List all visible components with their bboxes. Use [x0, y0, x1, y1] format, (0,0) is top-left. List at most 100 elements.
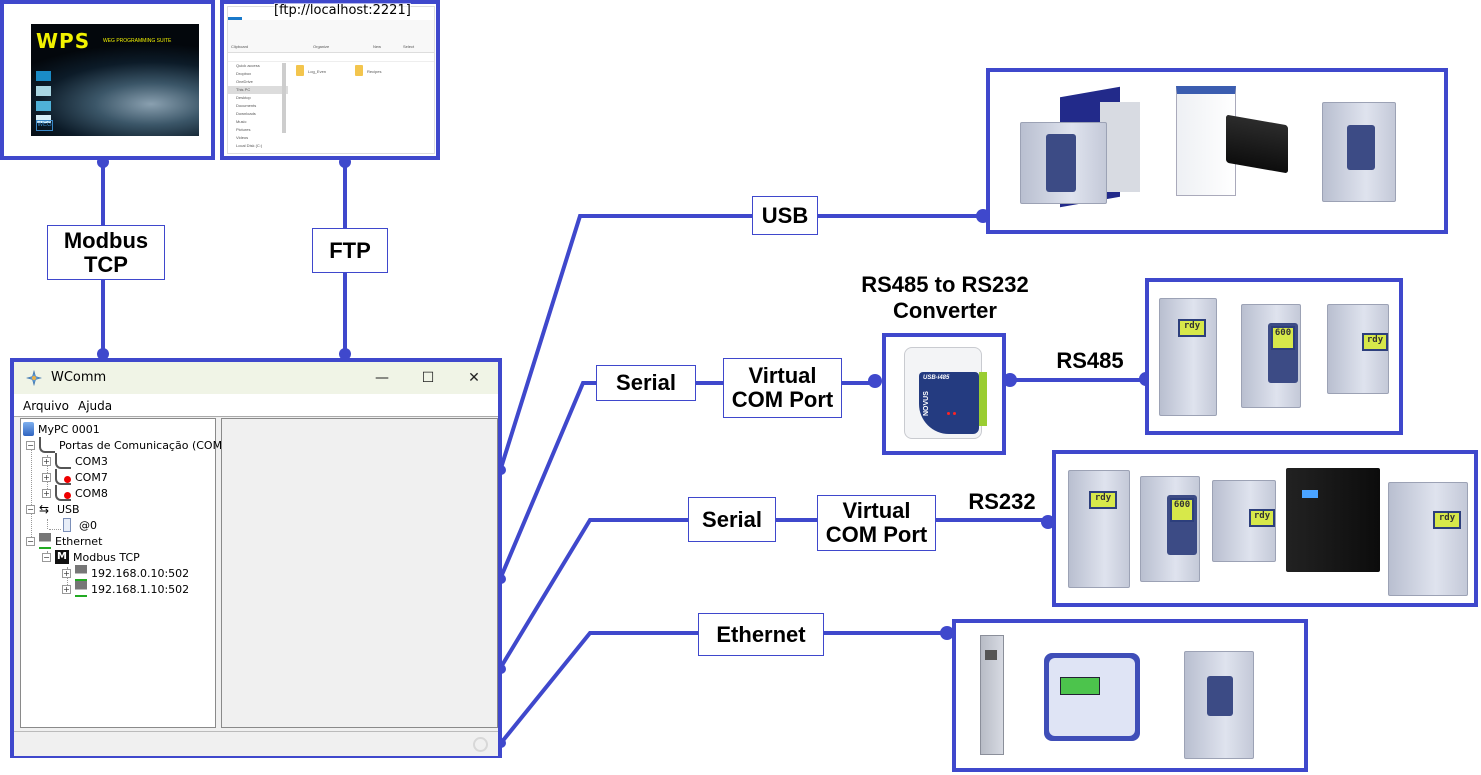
usb-label: USB — [752, 196, 818, 235]
tree-node-label: @0 — [79, 518, 97, 532]
hmi-face — [1049, 658, 1135, 736]
cfw100-drive-image: rdy — [1212, 480, 1276, 562]
ups-image — [1286, 468, 1380, 572]
hmi-keypad-image — [1044, 653, 1140, 741]
ethernet-label: Ethernet — [698, 613, 824, 656]
tree-node-label: 192.168.1.10:502 — [91, 582, 190, 596]
cfw500-drive-image: 600 — [1241, 304, 1301, 408]
expand-toggle[interactable]: + — [42, 472, 51, 482]
folder-icon — [296, 65, 304, 76]
terminal-block — [979, 372, 987, 426]
nav-item: This PC — [228, 86, 288, 94]
tree-node-com3[interactable]: + COM3 — [42, 453, 108, 469]
joint-dot — [1003, 373, 1017, 387]
menu-ajuda[interactable]: Ajuda — [78, 399, 113, 413]
tree-node-com8[interactable]: + COM8 — [42, 485, 108, 501]
status-bar — [14, 731, 498, 756]
ribbon-group-label: Organize — [313, 44, 330, 49]
converter-label-panel: USB-i485 NOVUS — [919, 372, 979, 434]
tree-node-usb[interactable]: − ⇆ USB — [26, 501, 80, 517]
tree-node-mypc[interactable]: MyPC 0001 — [23, 421, 100, 437]
tree-node-label: Portas de Comunicação (COM) — [59, 438, 227, 452]
wire-ethernet — [499, 631, 955, 745]
wcomm-title: WComm — [51, 370, 107, 385]
expand-toggle[interactable]: + — [42, 488, 51, 498]
nav-item: Videos — [236, 135, 249, 140]
tree-guide — [47, 519, 48, 529]
cfw300-drive-image: rdy — [1159, 298, 1217, 416]
tree-node-com-ports[interactable]: − Portas de Comunicação (COM) — [26, 437, 226, 453]
nav-scrollbar — [282, 63, 286, 133]
tree-node-usb-device[interactable]: @0 — [63, 517, 97, 533]
tree-node-com7[interactable]: + COM7 — [42, 469, 108, 485]
modbus-icon: M — [55, 550, 69, 564]
drive-display: rdy — [1433, 511, 1461, 529]
tree-node-label: 192.168.0.10:502 — [91, 566, 190, 580]
tree-node-label: MyPC 0001 — [38, 422, 100, 436]
drive-display: 600 — [1271, 326, 1295, 350]
rs232-devices-frame: rdy 600 rdy rdy — [1052, 450, 1478, 607]
usb-device-icon — [63, 518, 71, 532]
ribbon-group-label: New — [373, 44, 382, 49]
serial-port-icon — [55, 453, 71, 469]
drive-display: rdy — [1249, 509, 1275, 527]
serial-port-error-icon — [55, 469, 71, 485]
nav-item: Quick access — [236, 63, 260, 68]
ethernet-port — [985, 650, 997, 660]
explorer-nav-pane: Quick access Dropbox OneDrive This PC De… — [228, 62, 288, 152]
menu-arquivo[interactable]: Arquivo — [23, 399, 69, 413]
drive-display: rdy — [1089, 491, 1117, 509]
collapse-toggle[interactable]: − — [26, 440, 35, 450]
tree-node-label: Modbus TCP — [73, 550, 140, 564]
expand-toggle[interactable]: + — [42, 456, 51, 466]
rs485-devices-frame: rdy 600 rdy — [1145, 278, 1403, 435]
serial-label-2: Serial — [688, 497, 776, 542]
nav-item: Music — [236, 119, 247, 124]
collapse-toggle[interactable]: − — [26, 504, 35, 514]
tree-node-label: COM3 — [75, 454, 108, 468]
network-icon — [75, 581, 87, 597]
collapse-toggle[interactable]: − — [26, 536, 35, 546]
converter-title: RS485 to RS232 Converter — [861, 272, 1029, 323]
wps-menu-tile — [36, 86, 51, 96]
close-button[interactable]: ✕ — [458, 366, 490, 390]
file-explorer-window: Clipboard Organize New Select Quick acce… — [227, 6, 435, 154]
drive-display: rdy — [1178, 319, 1206, 337]
tree-node-label: Ethernet — [55, 534, 103, 548]
maximize-button[interactable]: ☐ — [412, 366, 444, 390]
wps-splash-image: WPS WEG PROGRAMMING SUITE WEG — [31, 24, 199, 136]
tree-node-ip-2[interactable]: + 192.168.1.10:502 — [62, 581, 189, 597]
detail-pane — [221, 418, 498, 728]
ups-display — [1302, 490, 1318, 498]
tree-node-ip-1[interactable]: + 192.168.0.10:502 — [62, 565, 189, 581]
drive-display: rdy — [1362, 333, 1388, 351]
resize-grip-icon[interactable] — [473, 737, 488, 752]
plc-module-image — [980, 635, 1004, 755]
expand-toggle[interactable]: + — [62, 568, 71, 578]
serial-port-icon — [39, 437, 55, 453]
minimize-button[interactable]: — — [366, 366, 398, 390]
wps-menu-tile — [36, 101, 51, 111]
frequency-inverter-image — [1184, 651, 1254, 759]
cfw-drive-image: rdy — [1388, 482, 1468, 596]
collapse-toggle[interactable]: − — [42, 552, 51, 562]
nav-item: Downloads — [236, 111, 256, 116]
tree-node-ethernet[interactable]: − Ethernet — [26, 533, 102, 549]
ethernet-devices-frame — [952, 619, 1308, 772]
wps-subtitle: WEG PROGRAMMING SUITE — [103, 38, 172, 44]
drive-display: 600 — [1170, 498, 1194, 522]
nav-item: Pictures — [236, 127, 251, 132]
converter-model: USB-i485 — [923, 375, 950, 381]
expand-toggle[interactable]: + — [62, 584, 71, 594]
virtual-com-port-label-1: Virtual COM Port — [723, 358, 842, 418]
tree-node-modbus-tcp[interactable]: − M Modbus TCP — [42, 549, 140, 565]
tree-node-label: COM8 — [75, 486, 108, 500]
serial-port-error-icon — [55, 485, 71, 501]
joint-dot — [940, 626, 954, 640]
ribbon-group-label: Select — [403, 44, 415, 49]
usb-i485-converter-image: USB-i485 NOVUS — [904, 347, 987, 439]
tree-guide — [67, 567, 68, 593]
converter-brand: NOVUS — [923, 391, 930, 416]
rs485-label: RS485 — [1056, 348, 1124, 373]
